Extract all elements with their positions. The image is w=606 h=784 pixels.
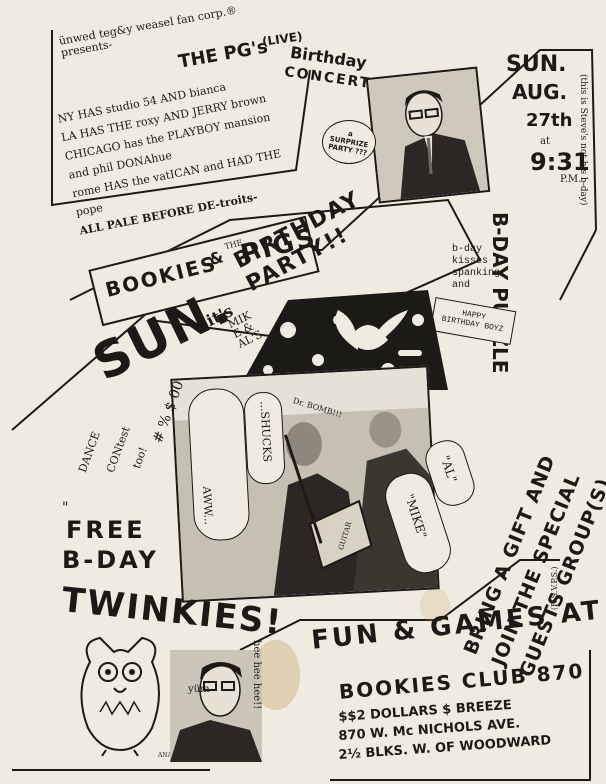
dance-quote: "	[62, 500, 69, 516]
date-month: AUG.	[512, 80, 568, 104]
face-photo	[170, 650, 262, 762]
shucks-bubble: ...SHUCKS	[243, 391, 286, 485]
face-photo-image	[170, 662, 262, 762]
paper-stain	[420, 588, 450, 624]
owl-illustration	[80, 636, 160, 756]
banner-text: HAPPY BIRTHDAY BOYZ	[440, 309, 504, 335]
al-text: "AL"	[437, 453, 460, 485]
bday-puzzle-title: B-DAY PUZZLE	[488, 212, 512, 374]
date-date: 27th	[526, 110, 573, 131]
decorative-cake-pattern	[238, 290, 448, 390]
surprise-speech-bubble: a SURPRIZE PARTY ???	[322, 120, 376, 164]
shucks-text: ...SHUCKS	[257, 400, 274, 463]
venue-box-line	[330, 650, 591, 781]
singer-silhouette	[367, 68, 489, 202]
twinkies-block: FREE B-DAY TWINKIES!	[50, 510, 285, 660]
right-edge-line	[559, 229, 597, 301]
artist-signature: ANA	[158, 752, 172, 759]
header-panel-outline	[51, 30, 311, 207]
date-day: SUN.	[506, 52, 567, 77]
date-time: 9:31	[530, 148, 590, 176]
date-pm: P.M.	[560, 174, 582, 185]
free-text: FREE	[66, 516, 146, 544]
yum-text: yüm	[188, 684, 210, 695]
mike-text: "MIKE"	[402, 492, 430, 541]
laugh-text: hee hee hee!!	[251, 640, 262, 710]
date-at: at	[540, 136, 550, 147]
venue-block: BOOKIES CLUB 870 $$2 DOLLARS $ BREEZE 87…	[338, 659, 588, 763]
puzzle-words: b-day kisses spanking and	[452, 244, 501, 291]
singer-photo	[365, 66, 491, 204]
bday-text: B-DAY	[62, 546, 159, 574]
games-line	[239, 559, 560, 651]
date-side-note: (this is Steve's not his b-day)	[578, 74, 588, 206]
surprise-bubble-text: a SURPRIZE PARTY ???	[327, 129, 369, 158]
